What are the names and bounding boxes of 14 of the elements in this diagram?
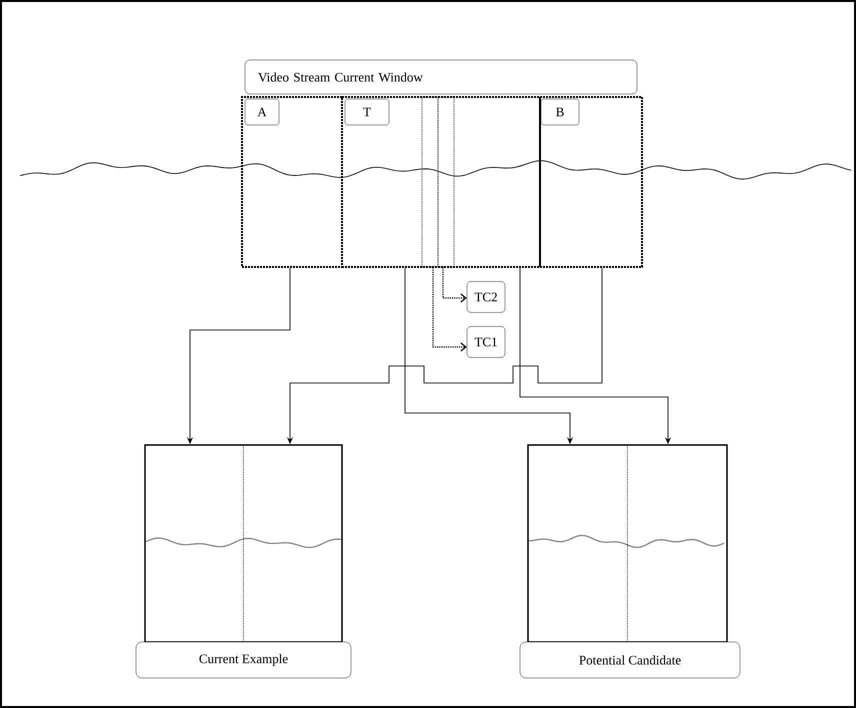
candidate-box: TC2: [466, 281, 506, 313]
candidate-box: TC1: [466, 326, 506, 358]
window-segment: T: [341, 96, 541, 268]
title-box: Video Stream Current Window: [244, 60, 638, 94]
connector-arrow: [442, 267, 467, 302]
frame-box: [527, 444, 728, 643]
frame-box: [144, 444, 343, 643]
frame-band: [438, 96, 454, 268]
window-segment: B: [539, 96, 643, 268]
label-box: Current Example: [136, 642, 352, 678]
connector-arrow: [432, 267, 467, 352]
frame-band: [422, 96, 438, 268]
label-box: Potential Candidate: [520, 642, 740, 678]
window-segment: A: [241, 96, 343, 268]
